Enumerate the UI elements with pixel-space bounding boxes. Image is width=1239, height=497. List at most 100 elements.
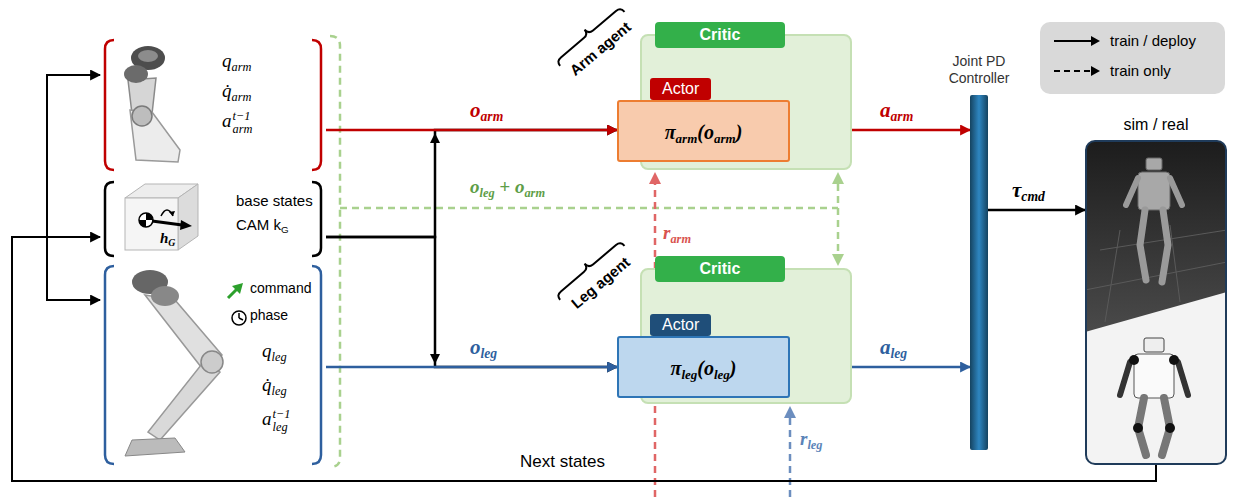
text-part: (o xyxy=(697,121,714,143)
text-part: o xyxy=(470,176,480,197)
state-label: q̇arm xyxy=(222,80,251,104)
state-label: command xyxy=(250,280,311,296)
actor-box: Actorπarm(oarm) xyxy=(617,100,790,162)
text-part: a xyxy=(880,335,891,359)
reward-label: rleg xyxy=(800,428,823,452)
legend-line-sample xyxy=(1052,34,1102,48)
arm-state-group: qarmq̇armat−1arm xyxy=(100,38,326,172)
script-stack: t−1leg xyxy=(273,408,291,433)
superscript: t−1 xyxy=(233,110,253,122)
text-part: a xyxy=(880,98,891,122)
connector-arrow xyxy=(988,209,1085,212)
sim-real-images xyxy=(1086,141,1226,464)
text-part: q̇ xyxy=(262,374,272,395)
connector-arrow xyxy=(326,366,617,369)
subscript: arm xyxy=(676,131,698,146)
subscript: arm xyxy=(232,90,252,104)
text-part: a xyxy=(222,110,232,131)
box-title: Critic xyxy=(700,26,741,44)
agent-box: CriticActorπleg(oleg)Leg agent xyxy=(640,268,852,404)
text-part: q xyxy=(222,50,232,71)
legend-text: train / deploy xyxy=(1110,32,1196,49)
state-label: at−1leg xyxy=(262,408,290,433)
subscript: arm xyxy=(891,109,914,124)
train-only-lines xyxy=(330,36,844,497)
text-part: q̇ xyxy=(222,80,232,101)
subscript: leg xyxy=(272,384,287,398)
state-label: at−1arm xyxy=(222,110,252,135)
state-label: q̇leg xyxy=(262,374,287,398)
script-stack: t−1arm xyxy=(233,110,253,135)
legend-entry: train / deploy xyxy=(1052,32,1196,49)
connectors xyxy=(12,75,1156,481)
signal-label: τcmd xyxy=(1012,178,1045,205)
box-title: Critic xyxy=(700,260,741,278)
connector-arrow xyxy=(12,75,1156,481)
legend-line xyxy=(1054,70,1092,72)
text-part: π xyxy=(665,121,676,143)
legend-line-sample xyxy=(1052,64,1102,78)
reward-label: rarm xyxy=(663,222,691,246)
actor-tab: Actor xyxy=(650,78,711,100)
subscript: leg xyxy=(714,367,730,382)
subscript: arm xyxy=(233,123,253,135)
text-part: τ xyxy=(1012,178,1021,202)
text-part: CAM k xyxy=(236,216,281,233)
connector-arrow xyxy=(326,130,617,237)
leg-state-group: commandphaseqlegq̇legat−1leg xyxy=(100,264,326,466)
state-label: qarm xyxy=(222,50,251,74)
signal-label: aleg xyxy=(880,335,907,362)
text-part: π xyxy=(670,357,681,379)
sim-real-panel: sim / real xyxy=(1085,140,1227,465)
signal-label: oarm xyxy=(470,98,503,125)
text-part: o xyxy=(470,335,481,359)
superscript: t−1 xyxy=(273,408,291,420)
subscript: arm xyxy=(524,186,545,200)
legend-line xyxy=(1054,40,1092,42)
actor-box: Actorπleg(oleg) xyxy=(617,336,790,398)
state-label: qleg xyxy=(262,340,287,364)
text-part: ) xyxy=(730,357,737,379)
connector-arrow xyxy=(326,129,617,132)
base-state-group: base statesCAM kG xyxy=(100,180,326,258)
legend-text: train only xyxy=(1110,62,1171,79)
legend-arrowhead xyxy=(1091,36,1100,46)
subscript: leg xyxy=(481,346,498,361)
base-cube-illustration xyxy=(125,184,198,250)
agent-box: CriticActorπarm(oarm)Arm agent xyxy=(640,34,852,170)
subscript: leg xyxy=(807,438,822,452)
text-part: (o xyxy=(697,357,714,379)
signal-label: aarm xyxy=(880,98,913,125)
text-part: h xyxy=(160,230,168,246)
text-part: r xyxy=(663,222,670,243)
text-part: + o xyxy=(495,176,525,197)
legend-arrowhead xyxy=(1091,66,1100,76)
subscript: G xyxy=(281,224,289,235)
group-brackets xyxy=(105,40,321,464)
critic-input-label: oleg + oarm xyxy=(470,176,545,200)
critic-box: Critic xyxy=(655,22,785,48)
actor-tab: Actor xyxy=(650,314,711,336)
panel-heading: sim / real xyxy=(1124,116,1189,134)
policy-label: πarm(oarm) xyxy=(665,121,743,147)
legend-box: train / deploy train only xyxy=(1040,22,1225,94)
subscript: arm xyxy=(670,232,691,246)
subscript: arm xyxy=(232,60,252,74)
text-part: ) xyxy=(736,121,743,143)
agent-heading: Arm agent xyxy=(566,18,634,79)
signal-label: oleg xyxy=(470,335,497,362)
subscript: G xyxy=(168,237,175,248)
pd-controller-bar: Joint PD Controller xyxy=(970,95,988,450)
critic-box: Critic xyxy=(655,256,785,282)
subscript: leg xyxy=(480,186,495,200)
text-part: q xyxy=(262,340,272,361)
clock-icon xyxy=(232,311,246,325)
leg-illustration xyxy=(125,270,223,456)
subscript: leg xyxy=(891,346,908,361)
arm-illustration xyxy=(124,46,180,162)
vector-label: hG xyxy=(160,230,175,248)
feedback-label: Next states xyxy=(520,452,605,472)
legend-entry: train only xyxy=(1052,62,1171,79)
subscript: leg xyxy=(273,421,291,433)
